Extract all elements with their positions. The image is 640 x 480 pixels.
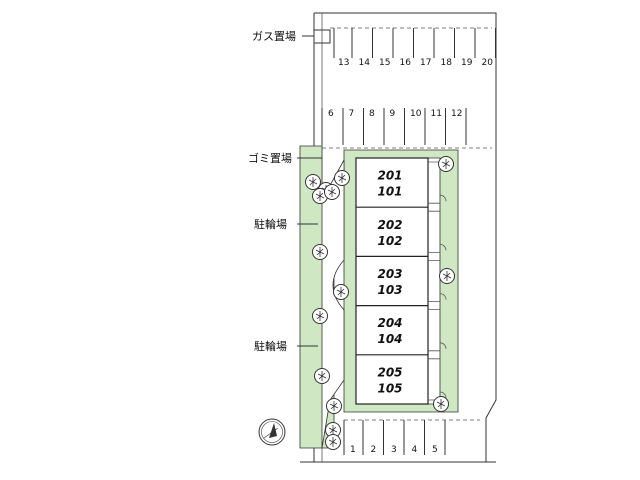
tree-icon	[314, 368, 330, 384]
garbage-storage-label: ゴミ置場	[248, 151, 292, 165]
bicycle-parking-label-1: 駐輪場	[254, 217, 287, 231]
tree-icon	[439, 268, 455, 284]
parking-top-area: 13 14 15 16 17 18 19 20	[330, 27, 496, 68]
parking-space-number: 5	[432, 445, 438, 455]
balcony	[428, 309, 441, 352]
parking-space-number: 16	[400, 58, 412, 68]
tree-icon	[312, 308, 328, 324]
parking-space-number: 12	[451, 109, 462, 119]
parking-space-number: 7	[349, 109, 355, 119]
door-swing	[439, 194, 447, 202]
balcony	[428, 260, 441, 302]
leader-lines	[297, 35, 322, 347]
unit-number-lower: 102	[377, 234, 402, 248]
door-swing	[439, 293, 447, 300]
unit-number-upper: 205	[377, 365, 402, 379]
parking-middle-area: 6 7 8 9 10 11 12	[321, 108, 492, 149]
north-arrow-icon	[258, 418, 286, 446]
unit-number-lower: 103	[377, 283, 402, 297]
parking-space-number: 4	[412, 445, 418, 455]
tree-icon	[312, 244, 328, 260]
parking-space-number: 20	[482, 58, 494, 68]
unit-number-upper: 203	[377, 267, 402, 281]
balcony	[428, 358, 441, 401]
parking-space-number: 2	[371, 445, 377, 455]
parking-space-number: 3	[391, 445, 397, 455]
unit-number-lower: 101	[377, 185, 402, 199]
balcony	[428, 161, 441, 204]
parking-space-number: 14	[359, 58, 371, 68]
tree-icon	[433, 396, 449, 412]
door-swing	[439, 391, 447, 399]
unit-number-upper: 201	[377, 169, 402, 183]
parking-bottom-area: 1 2 3 4 5	[343, 419, 480, 455]
unit-number-lower: 104	[377, 332, 402, 346]
tree-icon	[325, 434, 341, 450]
tree-icon	[334, 170, 350, 186]
tree-icon	[333, 284, 349, 300]
parking-space-number: 15	[379, 58, 390, 68]
parking-space-number: 1	[350, 445, 356, 455]
tree-icon	[312, 188, 328, 204]
parking-space-number: 19	[461, 58, 473, 68]
door-swing	[439, 244, 447, 251]
parking-space-number: 17	[420, 58, 431, 68]
trees	[305, 156, 455, 450]
parking-space-number: 8	[369, 109, 375, 119]
parking-space-number: 10	[410, 109, 422, 119]
door-swing	[439, 342, 447, 349]
parking-space-number: 18	[441, 58, 453, 68]
parking-space-number: 13	[338, 58, 349, 68]
unit-number-upper: 202	[377, 218, 402, 232]
parking-space-number: 6	[328, 109, 334, 119]
bicycle-parking-label-2: 駐輪場	[254, 339, 287, 353]
tree-icon	[305, 174, 321, 190]
parking-space-number: 11	[431, 109, 442, 119]
tree-icon	[438, 156, 454, 172]
tree-icon	[326, 398, 342, 414]
tree-icon	[324, 184, 340, 200]
unit-number-lower: 105	[377, 381, 402, 395]
balcony	[428, 210, 441, 253]
parking-space-number: 9	[390, 109, 396, 119]
building	[355, 157, 447, 405]
gas-storage-label: ガス置場	[252, 30, 296, 43]
unit-number-upper: 204	[377, 316, 402, 330]
